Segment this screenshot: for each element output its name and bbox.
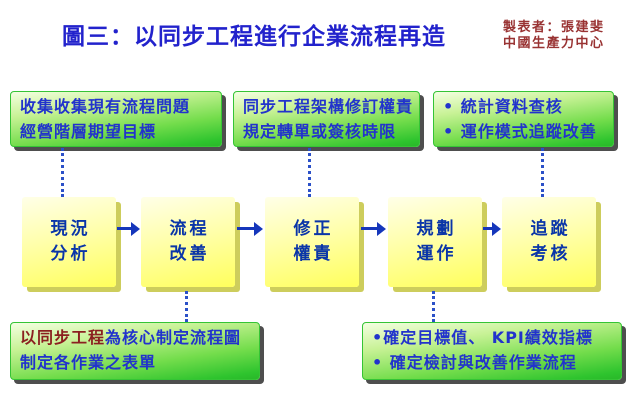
note-line: 經營階層期望目標 xyxy=(20,122,157,141)
note-line: 規定轉單或簽核時限 xyxy=(243,122,397,141)
arrow-shaft xyxy=(483,227,494,230)
step-label: 運作 xyxy=(416,244,457,264)
arrow-head xyxy=(492,222,501,236)
dashed-connector xyxy=(185,291,188,322)
note-box-current-inputs: 收集收集現有流程問題 經營階層期望目標 xyxy=(10,91,222,147)
step-label: 分析 xyxy=(50,244,91,264)
note-highlight-text: 以同步工程 xyxy=(20,328,106,347)
credit-author: 製表者：張建斐 xyxy=(503,20,605,35)
step-box-process-improvement: 流程 改善 xyxy=(141,197,235,287)
dashed-connector xyxy=(541,148,544,197)
note-line: •確定目標值、 KPI績效指標 xyxy=(372,328,593,347)
dashed-connector xyxy=(308,148,311,197)
note-line: • 運作模式追蹤改善 xyxy=(443,122,597,141)
note-box-kpi-review: •確定目標值、 KPI績效指標 • 確定檢討與改善作業流程 xyxy=(362,322,622,380)
step-label: 現況 xyxy=(50,219,91,239)
flow-arrow-icon xyxy=(361,222,386,236)
step-label: 考核 xyxy=(530,244,571,264)
step-label: 追蹤 xyxy=(530,219,571,239)
step-label: 修正 xyxy=(293,219,334,239)
step-label: 規劃 xyxy=(416,219,457,239)
note-line: 同步工程架構修訂權責 xyxy=(243,97,414,116)
credit-block: 製表者：張建斐 中國生產力中心 xyxy=(503,20,605,52)
note-rest-text: 為核心制定流程圖 xyxy=(105,328,242,347)
dashed-connector xyxy=(432,291,435,322)
note-line: • 確定檢討與改善作業流程 xyxy=(372,353,577,372)
note-line: 以同步工程為核心制定流程圖 xyxy=(20,325,253,350)
credit-organization: 中國生產力中心 xyxy=(503,36,605,51)
step-box-revise-authority: 修正 權責 xyxy=(265,197,359,287)
note-box-flowchart-forms: 以同步工程為核心制定流程圖 制定各作業之表單 xyxy=(10,322,260,380)
note-box-audit-improve: • 統計資料查核 • 運作模式追蹤改善 xyxy=(433,91,614,147)
step-label: 流程 xyxy=(169,219,210,239)
arrow-head xyxy=(377,222,386,236)
arrow-shaft xyxy=(237,227,256,230)
step-label: 改善 xyxy=(169,244,210,264)
arrow-shaft xyxy=(117,227,133,230)
step-box-track-evaluate: 追蹤 考核 xyxy=(502,197,596,287)
arrow-shaft xyxy=(361,227,379,230)
note-line: 制定各作業之表單 xyxy=(20,353,157,372)
dashed-connector xyxy=(61,148,64,197)
note-line: • 統計資料查核 xyxy=(443,97,563,116)
arrow-head xyxy=(254,222,263,236)
flow-arrow-icon xyxy=(237,222,263,236)
arrow-head xyxy=(131,222,140,236)
flow-arrow-icon xyxy=(117,222,140,236)
step-box-plan-operate: 規劃 運作 xyxy=(388,197,482,287)
step-label: 權責 xyxy=(293,244,334,264)
step-box-situation-analysis: 現況 分析 xyxy=(22,197,116,287)
note-line: 收集收集現有流程問題 xyxy=(20,97,191,116)
note-box-revision-rules: 同步工程架構修訂權責 規定轉單或簽核時限 xyxy=(233,91,420,147)
flow-arrow-icon xyxy=(483,222,501,236)
diagram-title: 圖三：以同步工程進行企業流程再造 xyxy=(62,24,446,50)
